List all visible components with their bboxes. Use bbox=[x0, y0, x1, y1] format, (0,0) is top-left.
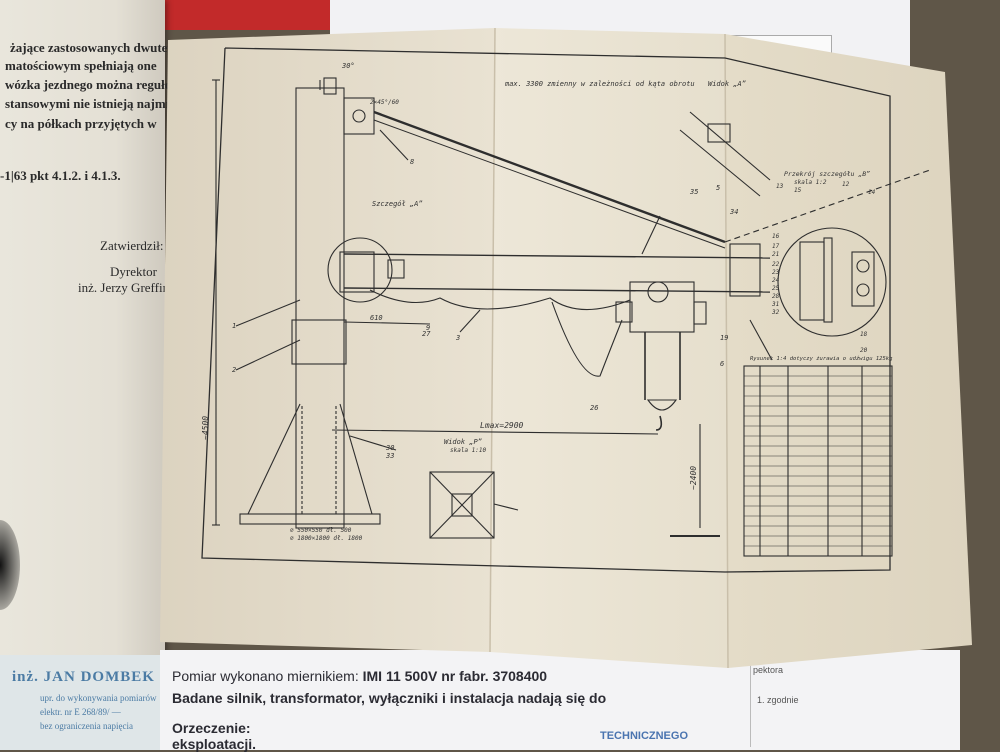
crane-hook bbox=[655, 415, 663, 431]
left-text-line: stansowymi nie istnieją najmn bbox=[5, 96, 173, 111]
meter-label: Pomiar wykonano miernikiem: bbox=[172, 668, 359, 684]
part-number: 23 bbox=[772, 269, 780, 276]
angle-mark: 30° bbox=[341, 62, 355, 70]
part-number: 3 bbox=[455, 334, 460, 342]
part-number: 14 bbox=[868, 189, 876, 196]
part-number: 34 bbox=[729, 208, 738, 216]
plan-view bbox=[429, 471, 495, 539]
part-number: 5 bbox=[716, 184, 720, 192]
weld-mark: 2×45°/60 bbox=[370, 99, 399, 106]
mast-collar bbox=[291, 319, 347, 365]
parts-table bbox=[743, 365, 893, 557]
table-note: Rysunek 1:4 dotyczy żurawia o udźwigu 12… bbox=[750, 355, 893, 362]
sheet-panel-middle bbox=[490, 28, 728, 668]
left-text-line: cy na półkach przyjętych w bbox=[5, 116, 157, 131]
part-number: 27 bbox=[422, 330, 431, 338]
base-dim-2: ⌀ 1800×1800 dł. 1800 bbox=[290, 535, 363, 542]
view-a-label: Widok „A” bbox=[708, 80, 746, 88]
part-number: 8 bbox=[410, 158, 414, 166]
crane-drawing-sheet: max. 3300 zmienny w zależności od kąta o… bbox=[160, 20, 975, 670]
technical-stamp: TECHNICZNEGO bbox=[600, 730, 688, 742]
lmax-dimension-line bbox=[331, 429, 659, 435]
part-number: 32 bbox=[771, 309, 780, 316]
part-number: 19 bbox=[720, 334, 728, 342]
h2400-label: ~2400 bbox=[689, 466, 698, 490]
part-number: 21 bbox=[772, 251, 779, 258]
part-number: 6 bbox=[720, 360, 724, 368]
approval-name: inż. Jerzy Greffing bbox=[78, 280, 176, 295]
part-number: 22 bbox=[772, 261, 780, 268]
part-number: 30 bbox=[385, 444, 394, 452]
view-p-scale: skala 1:10 bbox=[450, 447, 487, 454]
part-number: 15 bbox=[794, 187, 802, 194]
lmax-label: Lmax=2900 bbox=[480, 421, 524, 430]
part-number: 26 bbox=[590, 404, 598, 412]
inspector-stamp: inż. JAN DOMBEK upr. do wykonywania pomi… bbox=[0, 655, 165, 750]
meter-line: Pomiar wykonano miernikiem: IMI 11 500V … bbox=[172, 668, 547, 684]
stamp-line: elektr. nr E 268/89/ — bbox=[40, 707, 121, 717]
verdict-text: eksploatacji. bbox=[172, 736, 257, 752]
part-number: 17 bbox=[772, 243, 780, 250]
detail-b-scale: skala 1:2 bbox=[794, 179, 827, 186]
part-number: 24 bbox=[772, 277, 780, 284]
detail-a-circle bbox=[327, 237, 393, 303]
detail-b-circle bbox=[777, 227, 887, 337]
left-text-line: żające zastosowanych dwutew bbox=[10, 40, 177, 55]
stamp-line: upr. do wykonywania pomiarów bbox=[40, 693, 157, 703]
part-number: 1 bbox=[232, 322, 236, 330]
part-number: 9 bbox=[426, 324, 430, 332]
part-number: 33 bbox=[385, 452, 394, 460]
part-number: 31 bbox=[771, 301, 779, 308]
sheet-panel-left bbox=[160, 28, 495, 652]
side-note: pektora bbox=[753, 665, 784, 675]
approval-title: Dyrektor bbox=[110, 264, 157, 279]
shadow bbox=[0, 520, 20, 610]
detail-a-label: Szczegół „A” bbox=[372, 200, 423, 208]
base-dim-1: ⌀ 550×550 dł. 500 bbox=[290, 527, 352, 534]
part-number: 28 bbox=[772, 293, 780, 300]
part-number: 25 bbox=[772, 285, 780, 292]
report-text: Badane silnik, transformator, wyłączniki… bbox=[172, 690, 607, 706]
boom-top bbox=[343, 253, 771, 259]
side-note: 1. zgodnie bbox=[757, 695, 799, 705]
note-top: max. 3300 zmienny w zależności od kąta o… bbox=[504, 80, 695, 88]
signature-box: pektora 1. zgodnie bbox=[750, 662, 951, 747]
dim-610-label: 610 bbox=[370, 314, 383, 322]
left-text-line: wózka jezdnego można reguło bbox=[5, 77, 172, 92]
height-label: ~4500 bbox=[201, 416, 210, 440]
part-number: 16 bbox=[772, 233, 780, 240]
tie-rod bbox=[373, 110, 726, 244]
stamp-line: bez ograniczenia napięcia bbox=[40, 721, 133, 731]
part-number: 13 bbox=[776, 183, 784, 190]
detail-b-label: Przekrój szczegółu „B” bbox=[784, 170, 870, 178]
part-number: 12 bbox=[842, 181, 850, 188]
part-number: 2 bbox=[232, 366, 236, 374]
boom-bottom bbox=[343, 287, 771, 293]
view-p-label: Widok „P” bbox=[444, 438, 482, 446]
boom-end bbox=[729, 243, 761, 297]
part-number: 18 bbox=[860, 331, 868, 338]
report-line: Badane silnik, transformator, wyłączniki… bbox=[172, 690, 606, 706]
left-text-line: matościowym spełniają one bbox=[5, 58, 157, 73]
base-plate bbox=[239, 513, 381, 525]
crane-drawing: max. 3300 zmienny w zależności od kąta o… bbox=[160, 27, 972, 669]
left-booklet-page: żające zastosowanych dwutew matościowym … bbox=[0, 0, 177, 690]
part-number: 35 bbox=[689, 188, 698, 196]
drawing-frame bbox=[201, 47, 891, 573]
verdict-label: Orzeczenie: bbox=[172, 720, 251, 736]
cable bbox=[369, 289, 631, 311]
verdict-line: Orzeczenie: bbox=[172, 720, 251, 736]
approval-heading: Zatwierdził: bbox=[100, 238, 164, 253]
stamp-name: inż. JAN DOMBEK bbox=[12, 669, 155, 685]
part-number: 20 bbox=[860, 347, 868, 354]
left-text-line: -1|63 pkt 4.1.2. i 4.1.3. bbox=[0, 168, 121, 183]
top-bracket bbox=[343, 97, 375, 135]
measurement-report: Pomiar wykonano miernikiem: IMI 11 500V … bbox=[160, 650, 960, 752]
meter-value: IMI 11 500V nr fabr. 3708400 bbox=[362, 668, 548, 684]
sheet-panel-right bbox=[725, 34, 972, 668]
